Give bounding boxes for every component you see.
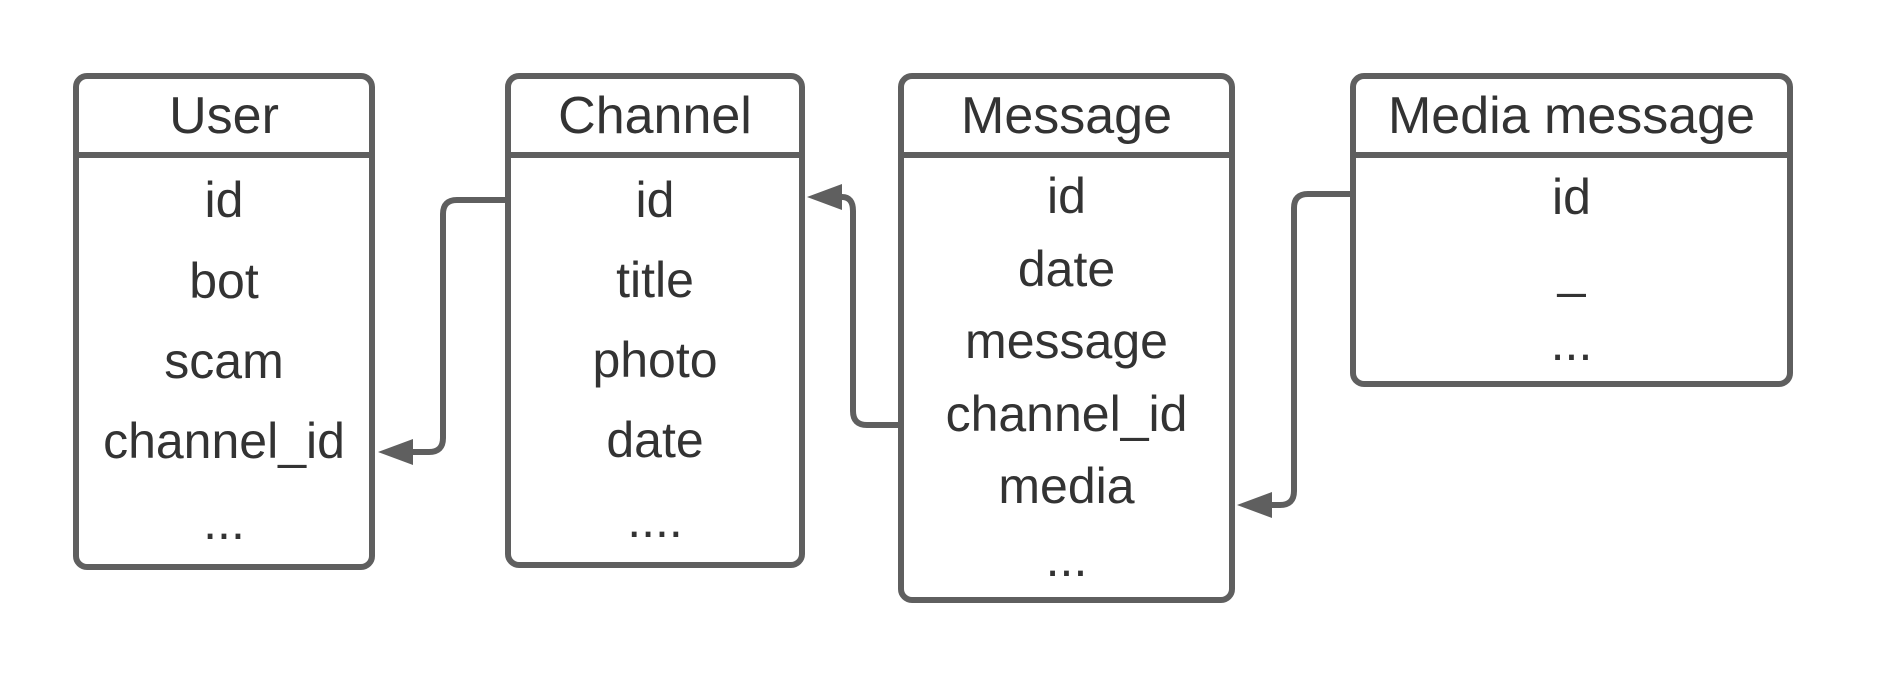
entity-media-message[interactable]: Media message id _ ...: [1350, 73, 1793, 387]
field-channel-title: title: [616, 252, 694, 308]
field-message-ellipsis: ...: [1045, 530, 1088, 587]
field-user-bot: bot: [189, 252, 259, 309]
field-channel-ellipsis: ....: [627, 492, 683, 548]
entity-user-title: User: [79, 79, 369, 158]
entity-media-message-fields: id _ ...: [1356, 158, 1787, 381]
arrowhead-into-message-media: [1237, 492, 1272, 518]
field-channel-photo: photo: [592, 332, 718, 388]
field-message-date: date: [1017, 240, 1116, 297]
field-user-id: id: [204, 172, 244, 229]
field-media-message-id: id: [1552, 168, 1591, 225]
entity-channel-fields: id title photo date ....: [511, 158, 799, 562]
connector-media-message-to-message[interactable]: [1237, 191, 1350, 518]
field-media-message-dash: _: [1557, 241, 1586, 298]
field-message-media: media: [998, 458, 1135, 515]
field-user-ellipsis: ...: [203, 493, 245, 550]
field-channel-id: id: [635, 172, 675, 228]
field-user-channel-id: channel_id: [103, 413, 345, 470]
field-media-message-ellipsis: ...: [1550, 314, 1593, 371]
arrowhead-into-user-channel-id: [378, 439, 413, 465]
entity-channel-title: Channel: [511, 79, 799, 158]
entity-user[interactable]: User id bot scam channel_id ...: [73, 73, 375, 570]
entity-channel[interactable]: Channel id title photo date ....: [505, 73, 805, 568]
field-user-scam: scam: [164, 332, 284, 389]
field-message-channel-id: channel_id: [945, 385, 1188, 442]
entity-message-fields: id date message channel_id media ...: [904, 158, 1229, 597]
arrowhead-into-channel-id: [807, 184, 842, 210]
entity-message-title: Message: [904, 79, 1229, 158]
entity-message[interactable]: Message id date message channel_id media…: [898, 73, 1235, 603]
entity-media-message-title: Media message: [1356, 79, 1787, 158]
entity-user-fields: id bot scam channel_id ...: [79, 158, 369, 564]
field-message-id: id: [1047, 168, 1086, 225]
connector-channel-to-user[interactable]: [378, 197, 505, 465]
field-channel-date: date: [606, 412, 704, 468]
connector-message-to-channel[interactable]: [807, 184, 898, 428]
field-message-message: message: [965, 313, 1168, 370]
